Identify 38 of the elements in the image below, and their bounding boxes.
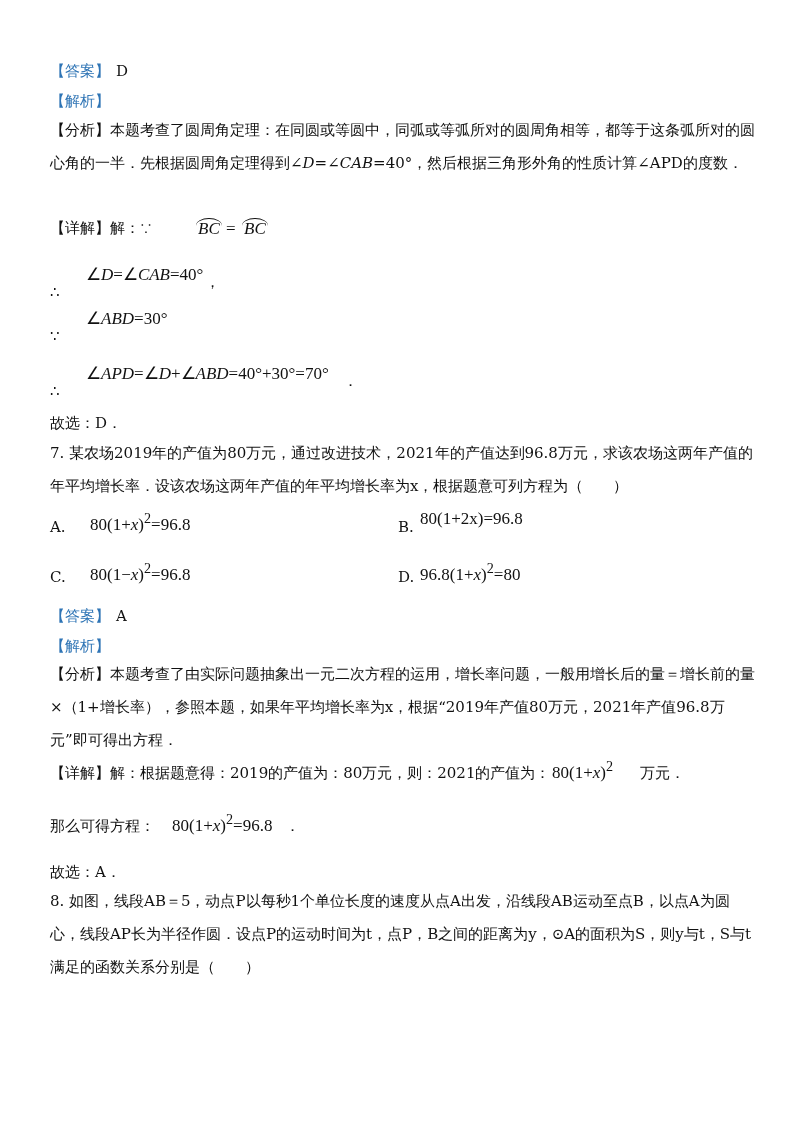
answer-text: 故选：A． bbox=[50, 862, 121, 883]
equation-text: ∠D=∠CAB=40° bbox=[86, 264, 204, 286]
punctuation-text: ， bbox=[205, 272, 220, 293]
option-letter: C. bbox=[50, 567, 66, 588]
because-symbol: ∵ bbox=[50, 326, 60, 347]
option-letter: A. bbox=[50, 517, 66, 538]
equation-text: = bbox=[226, 218, 236, 240]
equation-text: 80(1+x)$^{2}$ bbox=[552, 757, 614, 784]
therefore-symbol: ∴ bbox=[50, 381, 60, 402]
equation-text: 80(1+x)$^{2}$=96.8 bbox=[90, 509, 191, 536]
answer-text: 故选：D． bbox=[50, 413, 123, 434]
equation-text: 80(1+x)$^{2}$=96.8 bbox=[172, 810, 273, 837]
solution-text: 【详解】解：∵ bbox=[50, 218, 152, 239]
question-paragraph: 8. 如图，线段AB＝5，动点P以每秒1个单位长度的速度从点A出发，沿线段AB运动至点B，以点A为圆心，线段AP长为半径作圆．设点P的运动时间为t，点P，B之间的距离为y，⊙A的面积为S，则y与t，S与t满足的函数关系分别是（ ） bbox=[50, 891, 753, 978]
equation-text: 80(1+2x)=96.8 bbox=[420, 508, 523, 530]
section-heading: 【答案】 bbox=[50, 606, 110, 627]
punctuation-text: ． bbox=[285, 816, 300, 837]
therefore-symbol: ∴ bbox=[50, 282, 60, 303]
section-heading: 【解析】 bbox=[50, 636, 110, 657]
equation-text: 80(1−x)$^{2}$=96.8 bbox=[90, 559, 191, 586]
equation-text: ∠APD=∠D+∠ABD=40°+30°=70° bbox=[86, 363, 329, 385]
answer-text: A bbox=[116, 606, 127, 627]
option-letter: B. bbox=[398, 517, 414, 538]
solution-text: 那么可得方程： bbox=[50, 816, 155, 837]
arc-notation: BC bbox=[242, 218, 268, 239]
punctuation-text: ． bbox=[343, 371, 358, 392]
analysis-paragraph: 【分析】本题考查了圆周角定理：在同圆或等圆中，同弧或等弧所对的圆周角相等，都等于这条弧所对的圆心角的一半．先根据圆周角定理得到∠D=∠CAB=40°，然后根据三角形外角的性质计算∠APD的度数． bbox=[50, 120, 755, 174]
section-heading: 【解析】 bbox=[50, 91, 110, 112]
solution-text: 万元． bbox=[640, 763, 685, 784]
option-letter: D. bbox=[398, 567, 415, 588]
analysis-paragraph: 【分析】本题考查了由实际问题抽象出一元二次方程的运用，增长率问题，一般用增长后的量＝增长前的量×（1+增长率），参照本题，如果年平均增长率为x，根据“2019年产值80万元，2021年产值96.8万元”即可得出方程． bbox=[50, 664, 755, 751]
answer-text: D bbox=[116, 61, 129, 82]
question-paragraph: 7. 某农场2019年的产值为80万元，通过改进技术，2021年的产值达到96.8万元，求该农场这两年产值的年平均增长率．设该农场这两年产值的年平均增长率为x，根据题意可列方程为（ ） bbox=[50, 443, 754, 497]
equation-text: ∠ABD=30° bbox=[86, 308, 168, 330]
arc-notation: BC bbox=[196, 218, 222, 239]
solution-text: 【详解】解：根据题意得：2019的产值为：80万元，则：2021的产值为： bbox=[50, 763, 551, 784]
equation-text: 96.8(1+x)$^{2}$=80 bbox=[420, 559, 521, 586]
section-heading: 【答案】 bbox=[50, 61, 110, 82]
